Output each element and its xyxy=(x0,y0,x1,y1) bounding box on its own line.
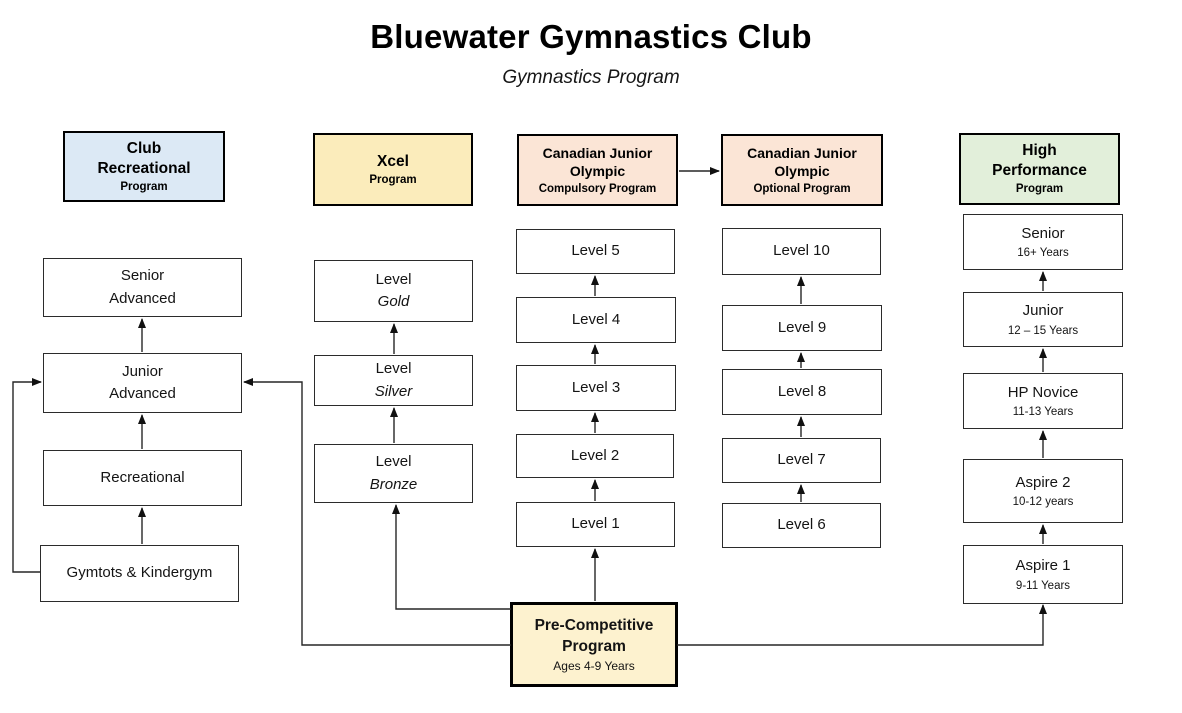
node-label: Silver xyxy=(374,382,413,400)
node-label: Level 2 xyxy=(570,446,620,464)
arrow-gymtots-to-junior-advanced xyxy=(12,378,42,573)
node-hp-junior: Junior 12 – 15 Years xyxy=(963,292,1123,347)
node-level-gold: Level Gold xyxy=(314,260,473,322)
header-subtitle: Program xyxy=(1015,183,1064,196)
header-subtitle: Optional Program xyxy=(753,182,851,195)
node-level-8: Level 8 xyxy=(722,369,882,415)
node-level-1: Level 1 xyxy=(516,502,675,547)
program-header-cjo-optional: Canadian Junior Olympic Optional Program xyxy=(721,134,883,206)
node-age-range: 9-11 Years xyxy=(1015,579,1071,592)
node-aspire-1: Aspire 1 9-11 Years xyxy=(963,545,1123,604)
node-recreational: Recreational xyxy=(43,450,242,506)
node-label: Aspire 2 xyxy=(1015,473,1071,491)
node-label: Level 6 xyxy=(777,516,826,534)
arrow-precomp-to-junior-advanced xyxy=(243,378,511,646)
node-label: Program xyxy=(562,638,626,655)
node-gymtots-kindergym: Gymtots & Kindergym xyxy=(40,545,239,602)
node-label: Gymtots & Kindergym xyxy=(66,564,213,582)
node-label: Level xyxy=(375,270,412,288)
node-label: HP Novice xyxy=(1007,383,1079,401)
node-level-bronze: Level Bronze xyxy=(314,444,473,503)
header-line: Olympic xyxy=(569,163,626,180)
header-line: Recreational xyxy=(97,159,191,177)
header-line: Performance xyxy=(992,162,1087,180)
node-label: Level xyxy=(375,360,412,377)
node-label: Level xyxy=(375,453,412,470)
node-pre-competitive: Pre-Competitive Program Ages 4-9 Years xyxy=(510,602,678,687)
node-level-3: Level 3 xyxy=(516,365,676,411)
node-level-9: Level 9 xyxy=(722,305,882,351)
node-label: Gold xyxy=(377,293,410,310)
arrow-precomp-to-bronze xyxy=(392,504,511,610)
node-level-10: Level 10 xyxy=(722,228,881,275)
node-aspire-2: Aspire 2 10-12 years xyxy=(963,459,1123,523)
page-title: Bluewater Gymnastics Club xyxy=(370,18,812,55)
node-label: Senior xyxy=(120,267,165,284)
node-senior-advanced: Senior Advanced xyxy=(43,258,242,317)
node-hp-senior: Senior 16+ Years xyxy=(963,214,1123,270)
program-header-cjo-compulsory: Canadian Junior Olympic Compulsory Progr… xyxy=(517,134,678,206)
header-subtitle: Program xyxy=(120,180,168,193)
node-label: Junior xyxy=(122,362,163,380)
header-subtitle: Program xyxy=(369,173,417,186)
node-label: Junior xyxy=(1022,302,1064,320)
node-age-range: 12 – 15 Years xyxy=(1007,324,1079,337)
node-label: Level 10 xyxy=(773,242,830,260)
node-age-range: 16+ Years xyxy=(1017,247,1069,260)
program-header-high-performance: High Performance Program xyxy=(959,133,1120,205)
node-label: Level 8 xyxy=(777,382,827,400)
node-label: Level 9 xyxy=(777,318,827,336)
node-label: Senior xyxy=(1021,224,1065,242)
node-level-silver: Level Silver xyxy=(314,355,473,406)
node-level-6: Level 6 xyxy=(722,503,881,548)
header-line: Xcel xyxy=(377,152,409,170)
node-junior-advanced: Junior Advanced xyxy=(43,353,242,413)
node-label: Level 7 xyxy=(777,451,826,469)
node-level-4: Level 4 xyxy=(516,297,676,343)
arrow-precomp-to-aspire1 xyxy=(677,604,1047,646)
node-level-7: Level 7 xyxy=(722,438,881,483)
page-subtitle: Gymnastics Program xyxy=(502,67,680,88)
program-header-club-recreational: Club Recreational Program xyxy=(63,131,225,202)
header-line: Canadian Junior xyxy=(542,145,653,162)
node-label: Level 4 xyxy=(571,310,621,328)
node-age-range: 11-13 Years xyxy=(1012,406,1074,419)
node-label: Advanced xyxy=(109,289,176,307)
program-header-xcel: Xcel Program xyxy=(313,133,473,206)
node-hp-novice: HP Novice 11-13 Years xyxy=(963,373,1123,429)
node-label: Advanced xyxy=(109,385,176,402)
node-label: Bronze xyxy=(369,475,418,493)
node-label: Aspire 1 xyxy=(1015,557,1071,575)
node-age-range: Ages 4-9 Years xyxy=(553,658,635,673)
node-label: Level 5 xyxy=(571,242,620,260)
node-level-5: Level 5 xyxy=(516,229,675,274)
node-label: Pre-Competitive xyxy=(534,617,654,635)
node-label: Level 3 xyxy=(571,378,621,396)
node-level-2: Level 2 xyxy=(516,434,674,478)
node-label: Recreational xyxy=(100,468,185,486)
header-line: Olympic xyxy=(774,163,830,180)
header-line: Canadian Junior xyxy=(747,145,857,162)
header-subtitle: Compulsory Program xyxy=(538,182,657,195)
node-age-range: 10-12 years xyxy=(1012,496,1074,509)
header-line: Club xyxy=(126,139,162,157)
node-label: Level 1 xyxy=(571,515,620,533)
header-line: High xyxy=(1022,142,1057,160)
